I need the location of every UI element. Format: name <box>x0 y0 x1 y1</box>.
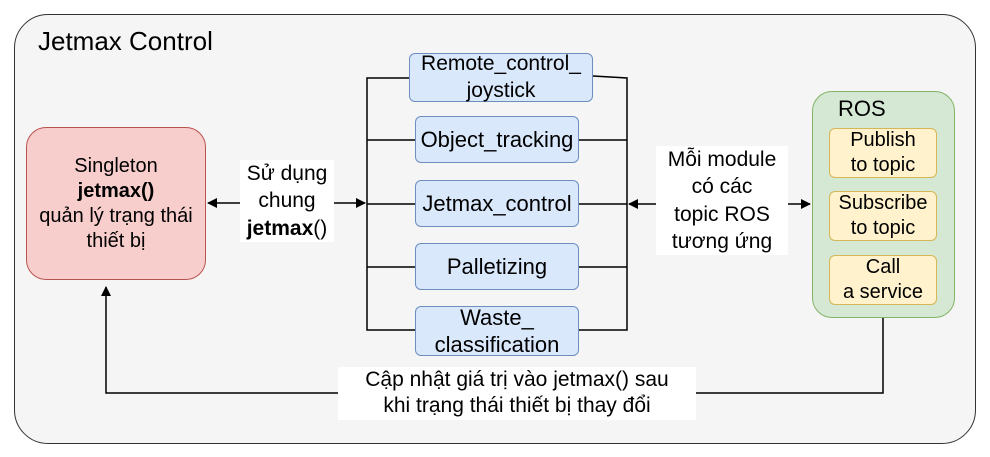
module-remote-control-line-1: Remote_control_ <box>421 52 581 76</box>
ros-topic-line-3: topic ROS <box>674 202 770 226</box>
module-waste-classification: Waste_ classification <box>415 304 579 357</box>
ros-publish-line-1: Publish <box>850 129 916 151</box>
module-palletizing-label: Palletizing <box>446 253 548 279</box>
module-object-tracking-label: Object_tracking <box>420 126 574 152</box>
module-object-tracking: Object_tracking <box>415 116 579 163</box>
shared-usage-bold: jetmax <box>246 216 314 240</box>
ros-topic-label: Mỗi module có các topic ROS tương ứng <box>656 146 788 256</box>
singleton-jetmax-call: jetmax() <box>77 179 155 202</box>
container-title: Jetmax Control <box>38 26 213 56</box>
update-label: Cập nhật giá trị vào jetmax() sau khi tr… <box>338 367 696 420</box>
module-palletizing: Palletizing <box>415 243 579 290</box>
ros-publish-line-2: to topic <box>850 154 916 176</box>
module-waste-line-2: classification <box>434 332 560 357</box>
ros-topic-line-2: có các <box>691 175 753 199</box>
ros-call-line-2: a service <box>842 281 924 303</box>
right-bracket-line <box>579 75 628 331</box>
update-line-1: Cập nhật giá trị vào jetmax() sau <box>365 368 669 391</box>
module-waste-line-1: Waste_ <box>460 304 534 330</box>
shared-usage-line-3: jetmax() <box>240 215 334 242</box>
singleton-line-3: quản lý trạng thái <box>39 204 193 227</box>
module-jetmax-control: Jetmax_control <box>415 180 579 227</box>
ros-call-line-1: Call <box>865 256 901 278</box>
module-jetmax-control-label: Jetmax_control <box>422 190 572 216</box>
module-remote-control-line-2: joystick <box>466 78 536 102</box>
ros-subscribe-line-1: Subscribe <box>838 192 928 214</box>
ros-subscribe-line-2: to topic <box>850 217 916 239</box>
update-line-2: khi trạng thái thiết bị thay đổi <box>383 394 651 418</box>
ros-call-service-box: Call a service <box>829 255 937 305</box>
singleton-line-2: jetmax() <box>78 179 155 204</box>
ros-topic-line-1: Mỗi module <box>667 148 777 171</box>
ros-subscribe-box: Subscribe to topic <box>829 191 937 241</box>
shared-usage-line-2: chung <box>258 189 316 213</box>
singleton-jetmax-box: Singleton jetmax() quản lý trạng thái th… <box>26 127 206 280</box>
shared-usage-line-1: Sử dụng <box>246 162 328 185</box>
module-remote-control-joystick: Remote_control_ joystick <box>409 52 593 102</box>
ros-title: ROS <box>838 96 886 121</box>
singleton-line-1: Singleton <box>74 154 158 177</box>
singleton-line-4: thiết bị <box>86 229 146 252</box>
shared-usage-label: Sử dụng chung jetmax() <box>240 160 334 242</box>
ros-topic-line-4: tương ứng <box>671 229 773 253</box>
ros-publish-box: Publish to topic <box>829 128 937 178</box>
shared-usage-suffix: () <box>313 216 328 240</box>
